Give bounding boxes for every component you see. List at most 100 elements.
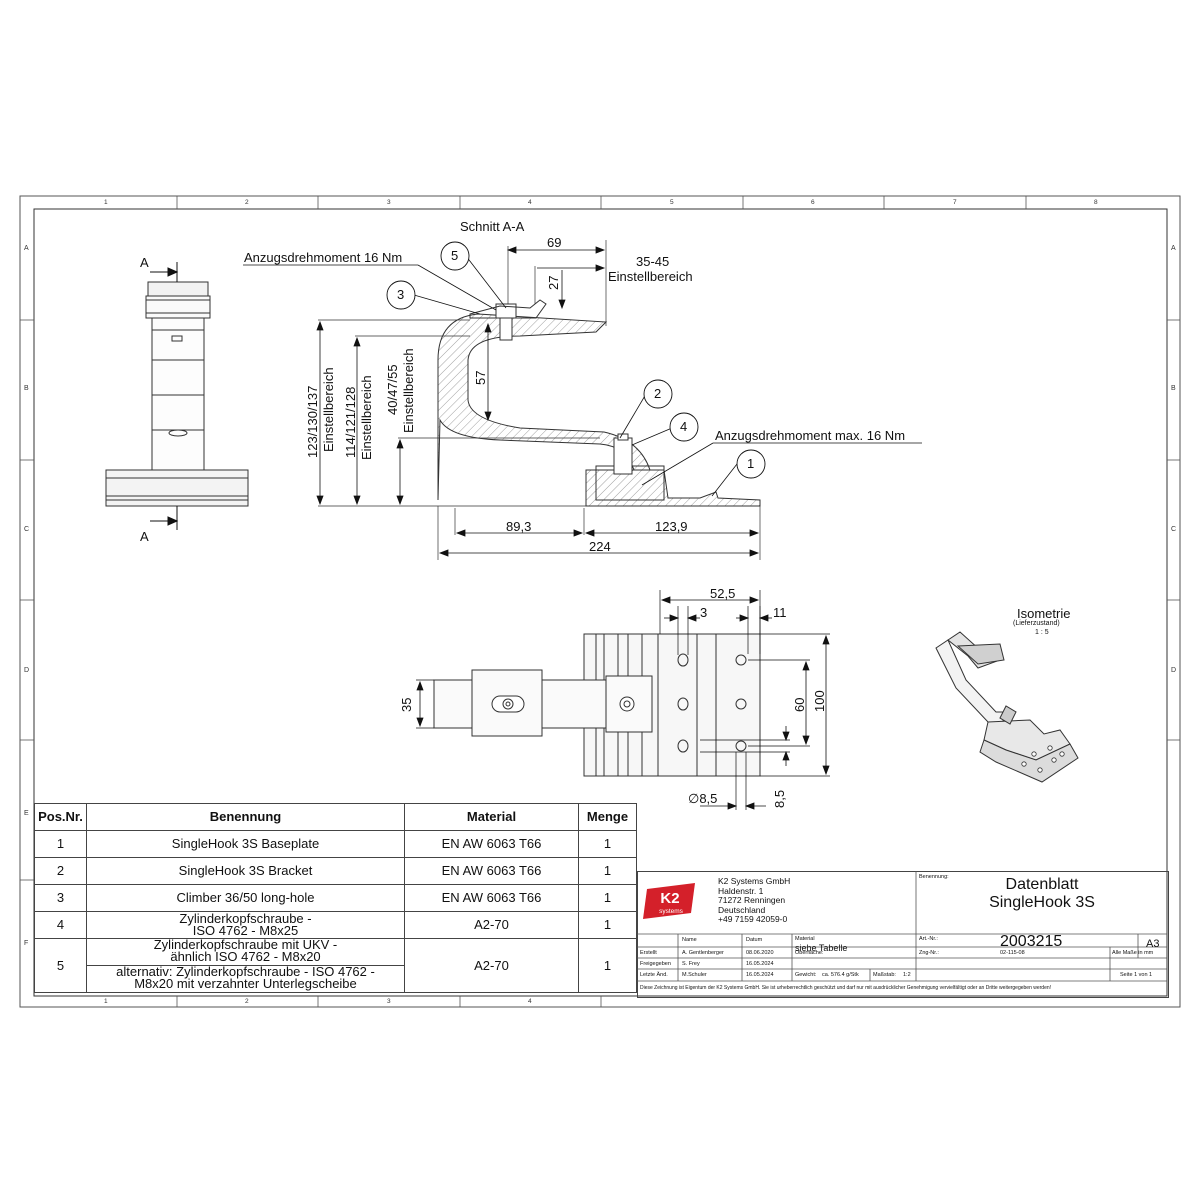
gewicht-value: ca. 576.4 g/Stk: [822, 972, 859, 978]
drawing-title-line1: Datenblatt: [1005, 876, 1079, 893]
drawing-title-line2: SingleHook 3S: [989, 894, 1095, 911]
torque-label-bottom: Anzugsdrehmoment max. 16 Nm: [715, 428, 906, 443]
torque-label-top: Anzugsdrehmoment 16 Nm: [244, 250, 403, 265]
grid-row-b: B: [24, 385, 29, 392]
balloon-1-label: 1: [747, 456, 755, 471]
letzte-aenderung-date: 16.05.2024: [746, 972, 774, 978]
iso-subtitle: (Lieferzustand): [1013, 620, 1060, 627]
copyright-note: Diese Zeichnung ist Eigentum der K2 Syst…: [640, 985, 1052, 991]
iso-scale: 1 : 5: [1035, 629, 1049, 636]
cell-qty: 1: [578, 911, 637, 939]
material-label: Material: [795, 936, 815, 942]
material-value: siehe Tabelle: [795, 943, 848, 953]
cell-material: A2-70: [404, 938, 579, 993]
artnr-value: 2003215: [1000, 933, 1063, 950]
massstab-value: 1:2: [903, 972, 911, 978]
balloon-5-label: 5: [451, 248, 459, 263]
page-count: Seite 1 von 1: [1120, 972, 1153, 978]
dim-3: 3: [700, 605, 708, 620]
zngnr-label: Zng-Nr.:: [919, 950, 939, 956]
erstellt-name: A. Gentlenberger: [682, 950, 724, 956]
grid-col-bottom-2: 2: [245, 998, 249, 1005]
grid-col-1: 1: [104, 199, 108, 206]
parts-list-table: Pos.Nr. Benennung Material Menge 1 Singl…: [34, 803, 637, 993]
grid-row-a: A: [24, 245, 29, 252]
artnr-label: Art.-Nr.:: [919, 936, 938, 942]
cell-name-primary: Zylinderkopfschraube mit UKV - ähnlich I…: [87, 938, 404, 966]
company-line: Haldenstr. 1: [718, 885, 764, 896]
cell-name-line: ISO 4762 - M8x25: [192, 923, 299, 938]
cell-name-line: alternativ: Zylinderkopfschraube - ISO 4…: [116, 964, 375, 979]
sheet-format: A3: [1146, 938, 1160, 950]
grid-col-3: 3: [387, 199, 391, 206]
erstellt-label: Erstellt: [640, 950, 657, 956]
section-marker-bottom: A: [140, 529, 149, 544]
grid-row-e: E: [24, 810, 29, 817]
cell-material: A2-70: [404, 911, 579, 939]
dim-einstellbereich-top: Einstellbereich: [608, 269, 693, 284]
grid-row-b-right: B: [1171, 385, 1176, 392]
freigegeben-name: S. Frey: [682, 961, 700, 967]
grid-col-6: 6: [811, 199, 815, 206]
table-row: 1 SingleHook 3S Baseplate EN AW 6063 T66…: [34, 830, 637, 858]
table-row: 5 Zylinderkopfschraube mit UKV - ähnlich…: [34, 938, 637, 993]
company-line: +49 7159 42059-0: [718, 914, 788, 924]
grid-col-bottom-3: 3: [387, 998, 391, 1005]
grid-col-bottom-4: 4: [528, 998, 532, 1005]
freigegeben-label: Freigegeben: [640, 961, 671, 967]
grid-col-7: 7: [953, 199, 957, 206]
drawing-title: Datenblatt SingleHook 3S: [920, 876, 1164, 912]
logo-sub: systems: [659, 908, 684, 915]
grid-col-bottom-1: 1: [104, 998, 108, 1005]
cell-pos: 4: [34, 911, 87, 939]
col-name-label: Name: [682, 937, 697, 943]
company-line: 71272 Renningen: [718, 895, 786, 905]
massstab-label: Maßstab:: [873, 972, 896, 978]
masse-note: Alle Maße in mm: [1112, 950, 1154, 956]
letzte-aenderung-label: Letzte Änd.: [640, 972, 668, 978]
grid-col-4: 4: [528, 199, 532, 206]
dim-89-3: 89,3: [506, 519, 532, 534]
col-datum-label: Datum: [746, 937, 763, 943]
title-block: [637, 871, 1169, 998]
grid-row-f: F: [24, 940, 29, 947]
section-marker-top: A: [140, 255, 149, 270]
grid-row-a-right: A: [1171, 245, 1176, 252]
company-address: K2 Systems GmbH Haldenstr. 1 71272 Renni…: [718, 876, 791, 925]
logo-text: K2: [660, 890, 679, 907]
oberflaeche-label: Oberfläche:: [795, 950, 824, 956]
grid-row-d-right: D: [1171, 667, 1177, 674]
benennung-label: Benennung:: [919, 874, 949, 880]
erstellt-date: 08.06.2020: [746, 950, 774, 956]
grid-row-d: D: [24, 667, 30, 674]
cell-name: Zylinderkopfschraube - ISO 4762 - M8x25: [86, 911, 405, 939]
grid-row-c: C: [24, 526, 30, 533]
zngnr-value: 02-115-08: [1000, 950, 1025, 956]
grid-col-2: 2: [245, 199, 249, 206]
header-material: Material: [404, 803, 579, 831]
section-title: Schnitt A-A: [460, 219, 525, 234]
grid-col-8: 8: [1094, 199, 1098, 206]
freigegeben-date: 16.05.2024: [746, 961, 774, 967]
k2-logo-icon: K2 systems: [643, 883, 695, 919]
letzte-aenderung-name: M.Schuler: [682, 972, 707, 978]
cell-qty: 1: [578, 938, 637, 993]
cell-name-line: Zylinderkopfschraube mit UKV -: [153, 938, 338, 952]
dim-123-9: 123,9: [655, 519, 688, 534]
table-row: 2 SingleHook 3S Bracket EN AW 6063 T66 1: [34, 857, 637, 885]
cell-name-alternative: alternativ: Zylinderkopfschraube - ISO 4…: [88, 964, 404, 992]
cell-name: SingleHook 3S Bracket: [86, 857, 405, 885]
dim-8-5-diameter: ∅8,5: [688, 791, 718, 806]
balloon-3-label: 3: [397, 287, 405, 302]
balloon-4-label: 4: [680, 419, 688, 434]
dim-69: 69: [547, 235, 562, 250]
cell-name-line: Zylinderkopfschraube -: [179, 911, 312, 926]
cell-pos: 5: [34, 938, 87, 993]
company-line: K2 Systems GmbH: [718, 876, 791, 886]
